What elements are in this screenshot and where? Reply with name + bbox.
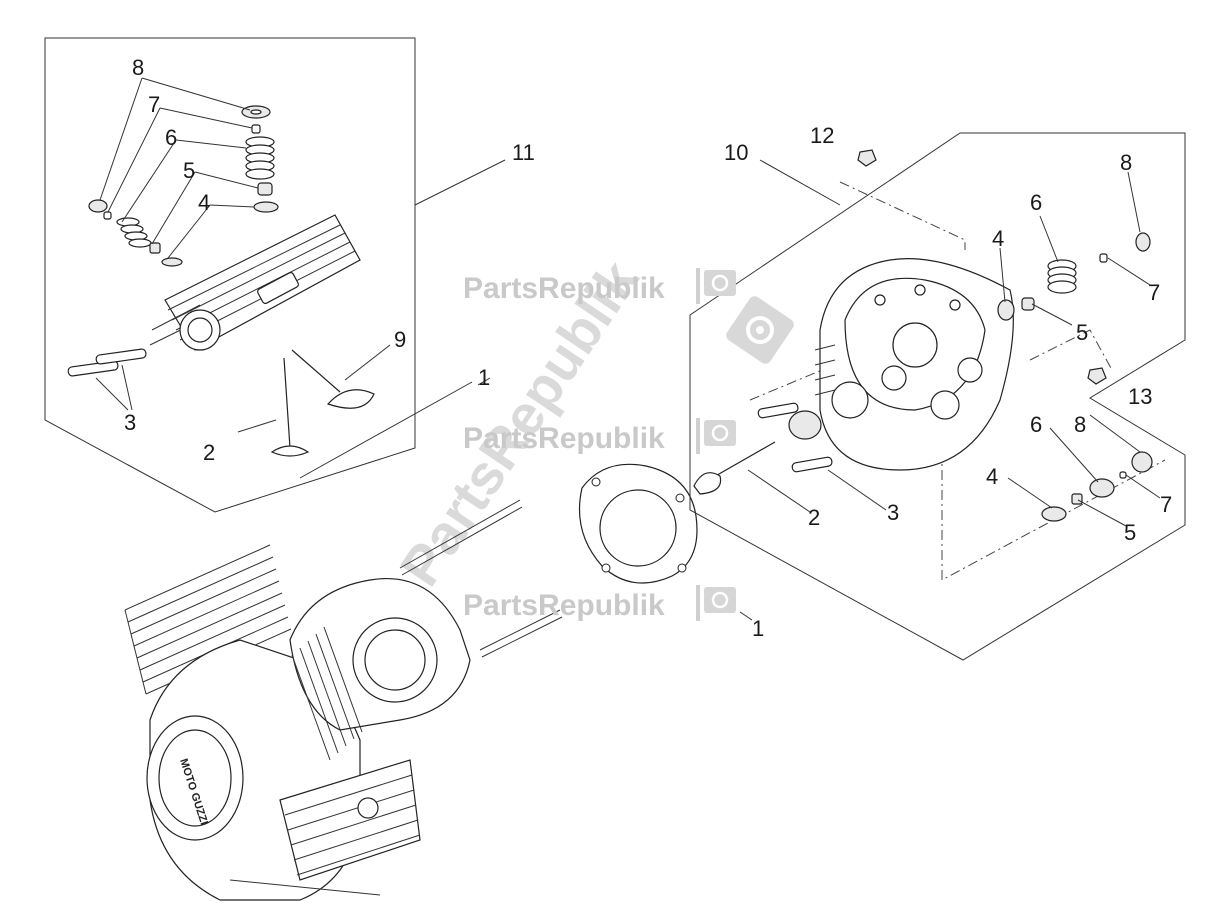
- watermark-brand-top-text: PartsRepublik: [463, 272, 665, 305]
- callout-3: 3: [124, 410, 136, 435]
- right-leader-lines: [747, 171, 1161, 527]
- head-studs: [299, 381, 753, 658]
- callout-5-bottom: 5: [1124, 520, 1136, 545]
- left-valves: [237, 344, 391, 457]
- callout-3-right: 3: [887, 500, 899, 525]
- callout-6: 6: [165, 125, 177, 150]
- watermark-gear-flag-icon: [704, 270, 736, 296]
- watermark-diagonal-gear-icon: [726, 296, 794, 364]
- callout-11: 11: [512, 140, 535, 165]
- right-small-parts: [693, 149, 1153, 522]
- callout-7: 7: [148, 92, 160, 117]
- watermark-gear-flag-icon: [704, 420, 736, 446]
- callout-8-top: 8: [1120, 150, 1132, 175]
- engine-sump: [279, 759, 421, 881]
- callout-2: 2: [203, 440, 215, 465]
- watermark-brand-top: PartsRepublik: [463, 268, 736, 305]
- callout-8-bottom: 8: [1074, 412, 1086, 437]
- left-valve-assembly: [88, 105, 279, 267]
- left-group-frame: [44, 37, 506, 513]
- callout-5: 5: [183, 158, 195, 183]
- watermark-brand-middle-text: PartsRepublik: [463, 422, 665, 455]
- left-dowel-pins: [67, 348, 147, 411]
- callout-2-right: 2: [808, 505, 820, 530]
- left-spring-lower: [116, 217, 152, 248]
- callout-1-top: 1: [478, 365, 490, 390]
- callout-7-top: 7: [1148, 280, 1160, 305]
- right-cylinder-head: [814, 258, 1014, 471]
- callout-5-top: 5: [1076, 320, 1088, 345]
- callout-6-top: 6: [1030, 190, 1042, 215]
- right-callouts: 10 12 13 8 6 7 4 5 8 6 7 4 5 2 3: [724, 123, 1172, 545]
- callout-4: 4: [198, 190, 210, 215]
- left-spring-upper: [245, 136, 275, 180]
- right-spring-upper: [1047, 259, 1077, 294]
- head-gasket: [578, 463, 698, 584]
- watermark-brand-middle: PartsRepublik: [463, 418, 736, 455]
- center-callouts: 1 1: [477, 365, 764, 641]
- left-leader-lines: [99, 77, 259, 259]
- callout-1-bottom: 1: [752, 616, 764, 641]
- callout-7-bottom: 7: [1160, 492, 1172, 517]
- engine-block: MOTO GUZZI: [124, 544, 471, 901]
- left-cylinder-head: [149, 214, 361, 351]
- callout-8: 8: [132, 55, 144, 80]
- right-group-frame: [689, 132, 1186, 661]
- callout-10: 10: [724, 140, 748, 165]
- callout-9: 9: [394, 327, 406, 352]
- engine-right-cylinder-fins: [291, 626, 363, 761]
- callout-12: 12: [810, 123, 834, 148]
- callout-4-bottom: 4: [986, 464, 998, 489]
- watermark-brand-bottom-text: PartsRepublik: [463, 589, 665, 622]
- callout-4-top: 4: [992, 226, 1004, 251]
- callout-6-bottom: 6: [1030, 412, 1042, 437]
- left-callouts: 8 7 6 5 4 3 2 9 11: [124, 55, 535, 465]
- callout-13: 13: [1128, 384, 1152, 409]
- watermark-brand-bottom: PartsRepublik: [463, 585, 736, 622]
- watermark-gear-flag-icon: [704, 587, 736, 613]
